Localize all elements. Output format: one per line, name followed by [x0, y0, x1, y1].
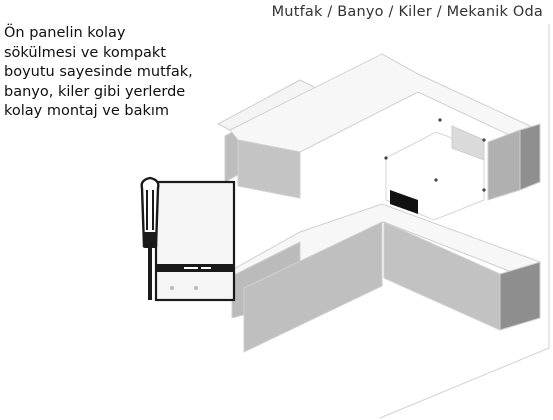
- description-line: kolay montaj ve bakım: [4, 103, 170, 119]
- description-line: sökülmesi ve kompakt: [4, 44, 166, 61]
- position-dots: [384, 118, 486, 192]
- boiler-icon: [154, 180, 236, 302]
- upper-right-cabinet-front: [487, 129, 521, 201]
- lower-right-end-panel: [499, 261, 541, 331]
- description-text: Ön panelin kolay sökülmesi ve kompakt bo…: [4, 24, 234, 122]
- upper-cabinet-front: [237, 139, 301, 199]
- upper-right-cabinet-side: [519, 123, 541, 191]
- upper-cabinets: [216, 53, 541, 221]
- rooms-label: Mutfak / Banyo / Kiler / Mekanik Oda: [271, 4, 543, 20]
- screwdriver-icon: [140, 176, 160, 300]
- room-guide-lines: [379, 24, 550, 419]
- built-in-unit-panel: [390, 190, 418, 214]
- description-line: boyutu sayesinde mutfak,: [4, 64, 193, 80]
- description-line: banyo, kiler gibi yerlerde: [4, 83, 186, 100]
- description-line: Ön panelin kolay: [4, 25, 126, 41]
- range-hood-shade: [451, 125, 485, 161]
- lower-cabinet-front: [243, 221, 383, 353]
- lower-cabinets: [231, 203, 542, 353]
